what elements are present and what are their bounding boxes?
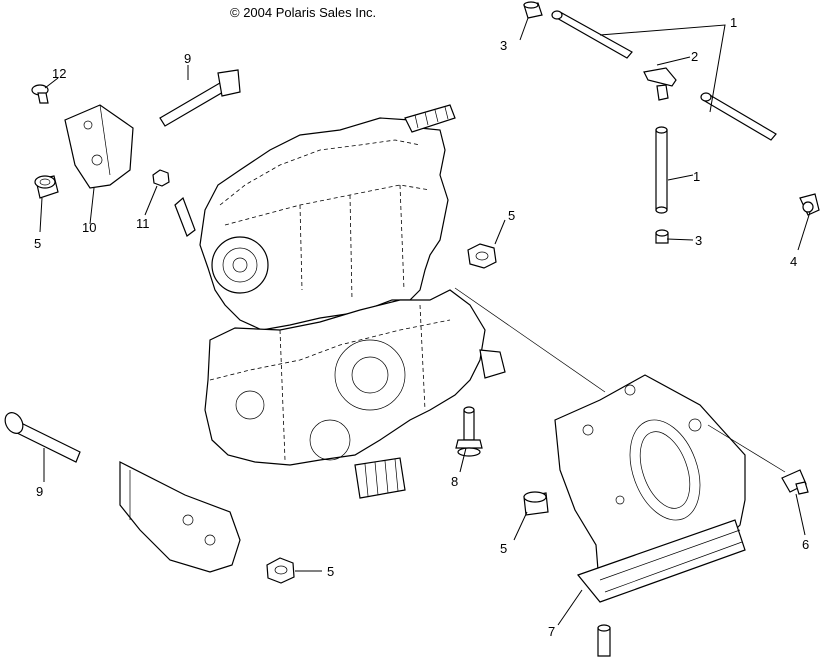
callout-5-left: 5 xyxy=(34,236,41,251)
callout-5-right: 5 xyxy=(500,541,507,556)
callout-3-mid: 3 xyxy=(695,233,702,248)
callout-2: 2 xyxy=(691,49,698,64)
callout-4: 4 xyxy=(790,254,797,269)
leader-lines xyxy=(39,17,811,626)
nut-lower-left xyxy=(266,557,295,584)
clip-part xyxy=(799,193,820,216)
stud-bottom xyxy=(597,624,611,657)
callout-9-lower: 9 xyxy=(36,484,43,499)
callout-3-top: 3 xyxy=(500,38,507,53)
callout-7: 7 xyxy=(548,624,555,639)
mount-bracket xyxy=(554,374,746,603)
callout-11: 11 xyxy=(136,216,150,231)
bolt-right xyxy=(781,469,809,495)
tube-vertical xyxy=(655,126,668,214)
tube-upper xyxy=(551,10,633,59)
callout-6: 6 xyxy=(802,537,809,552)
callout-12: 12 xyxy=(52,66,66,81)
tee-fitting xyxy=(643,67,677,101)
nut-small xyxy=(152,169,170,187)
copyright-text: © 2004 Polaris Sales Inc. xyxy=(230,5,376,20)
callout-5-lower: 5 xyxy=(327,564,334,579)
callout-1-mid: 1 xyxy=(693,169,700,184)
nut-center xyxy=(467,243,497,269)
engine-bracket-small xyxy=(64,104,134,189)
assembly-line xyxy=(454,287,606,393)
callout-1-top: 1 xyxy=(730,15,737,30)
engine-bracket-lower xyxy=(119,461,241,573)
callout-9-top: 9 xyxy=(184,51,191,66)
cap-top xyxy=(523,1,543,19)
transmission-assembly xyxy=(174,104,506,499)
callouts: 1 1 2 3 3 4 5 5 5 5 6 7 8 9 9 10 11 12 xyxy=(34,15,809,639)
stud-center xyxy=(455,406,483,457)
nut-left xyxy=(34,175,59,199)
callout-8: 8 xyxy=(451,474,458,489)
cap-mid xyxy=(655,229,669,244)
screw-small xyxy=(31,84,49,104)
callout-5-center: 5 xyxy=(508,208,515,223)
tube-right xyxy=(700,92,777,141)
bolt-long-upper xyxy=(159,69,241,127)
nut-lower-right xyxy=(523,491,549,516)
callout-10: 10 xyxy=(82,220,96,235)
assembly-line-right xyxy=(707,424,786,473)
bolt-long-lower xyxy=(4,412,81,463)
